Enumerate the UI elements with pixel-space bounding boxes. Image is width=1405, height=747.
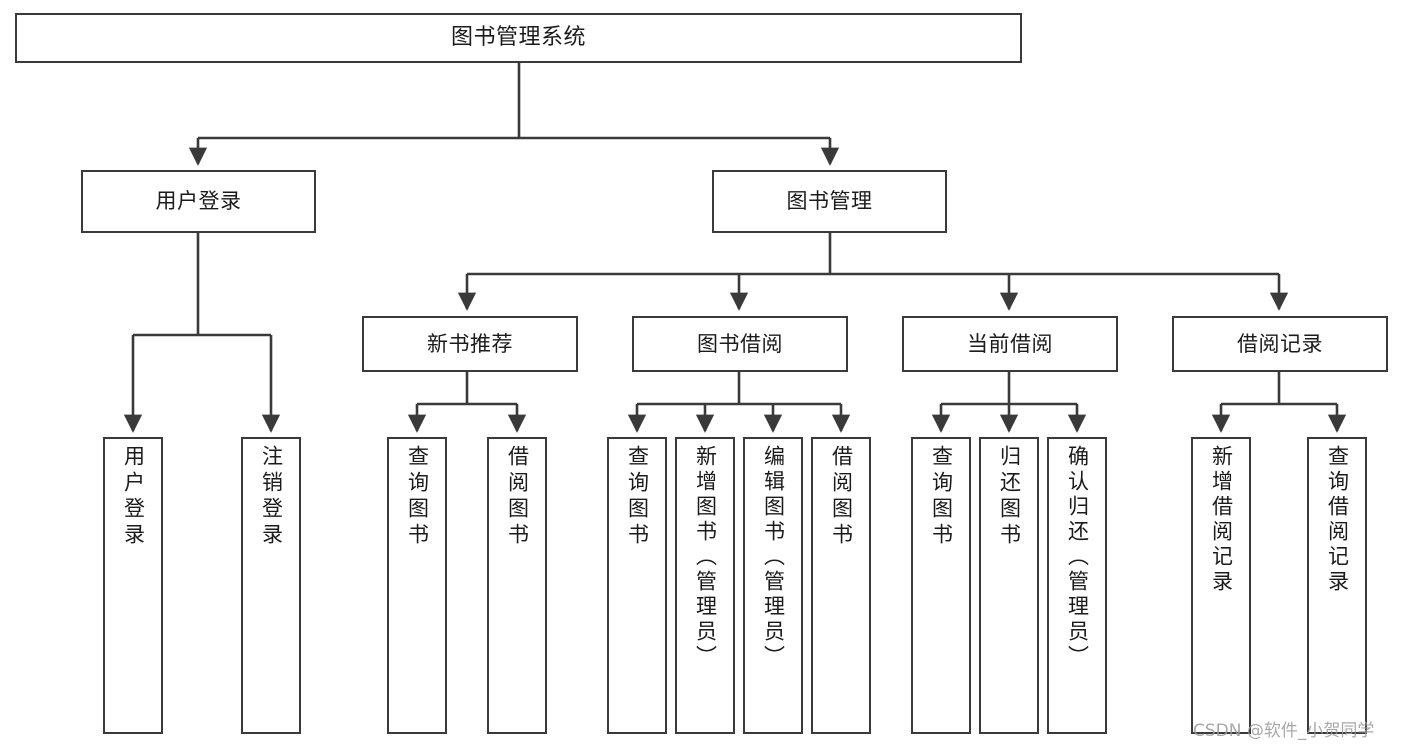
node-leaf-add-record[interactable]: 新增借阅记录 (1191, 437, 1251, 734)
node-leaf-query-record-label: 查询借阅记录 (1325, 445, 1350, 595)
node-user-login[interactable]: 用户登录 (81, 170, 316, 233)
node-leaf-confirm-return[interactable]: 确认归还（管理员） (1047, 437, 1107, 734)
watermark: CSDN @软件_小贺同学 (1193, 721, 1375, 741)
node-new-book-recommend-label: 新书推荐 (427, 331, 513, 356)
node-leaf-add-record-label: 新增借阅记录 (1209, 445, 1234, 595)
node-leaf-confirm-return-label: 确认归还（管理员） (1065, 445, 1090, 670)
node-leaf-borrow-book-2[interactable]: 借阅图书 (811, 437, 871, 734)
node-leaf-add-book-label: 新增图书（管理员） (693, 445, 718, 670)
node-book-borrow[interactable]: 图书借阅 (632, 316, 848, 372)
node-root[interactable]: 图书管理系统 (15, 13, 1022, 63)
node-leaf-logout-label: 注销登录 (259, 445, 284, 549)
node-root-label: 图书管理系统 (450, 25, 586, 51)
node-borrow-record-label: 借阅记录 (1237, 331, 1323, 356)
node-book-manage-label: 图书管理 (786, 189, 873, 214)
node-borrow-record[interactable]: 借阅记录 (1172, 316, 1388, 372)
node-leaf-edit-book[interactable]: 编辑图书（管理员） (743, 437, 803, 734)
node-leaf-query-record[interactable]: 查询借阅记录 (1307, 437, 1367, 734)
node-leaf-logout[interactable]: 注销登录 (241, 437, 301, 734)
node-user-login-label: 用户登录 (155, 189, 242, 214)
node-leaf-user-login-label: 用户登录 (121, 445, 146, 549)
node-leaf-add-book[interactable]: 新增图书（管理员） (675, 437, 735, 734)
node-current-borrow-label: 当前借阅 (967, 331, 1053, 356)
node-leaf-query-book-3-label: 查询图书 (929, 445, 954, 549)
node-leaf-return-book[interactable]: 归还图书 (979, 437, 1039, 734)
node-leaf-borrow-book-2-label: 借阅图书 (829, 445, 854, 549)
node-leaf-query-book-2-label: 查询图书 (625, 445, 650, 549)
node-leaf-query-book-1-label: 查询图书 (405, 445, 430, 549)
node-book-borrow-label: 图书借阅 (697, 331, 783, 356)
node-leaf-user-login[interactable]: 用户登录 (103, 437, 163, 734)
node-current-borrow[interactable]: 当前借阅 (902, 316, 1118, 372)
node-leaf-borrow-book-1[interactable]: 借阅图书 (487, 437, 547, 734)
node-leaf-return-book-label: 归还图书 (997, 445, 1022, 549)
node-new-book-recommend[interactable]: 新书推荐 (362, 316, 578, 372)
node-leaf-query-book-1[interactable]: 查询图书 (387, 437, 447, 734)
node-leaf-query-book-3[interactable]: 查询图书 (911, 437, 971, 734)
node-leaf-borrow-book-1-label: 借阅图书 (505, 445, 530, 549)
node-leaf-edit-book-label: 编辑图书（管理员） (761, 445, 786, 670)
node-book-manage[interactable]: 图书管理 (712, 170, 947, 233)
node-leaf-query-book-2[interactable]: 查询图书 (607, 437, 667, 734)
